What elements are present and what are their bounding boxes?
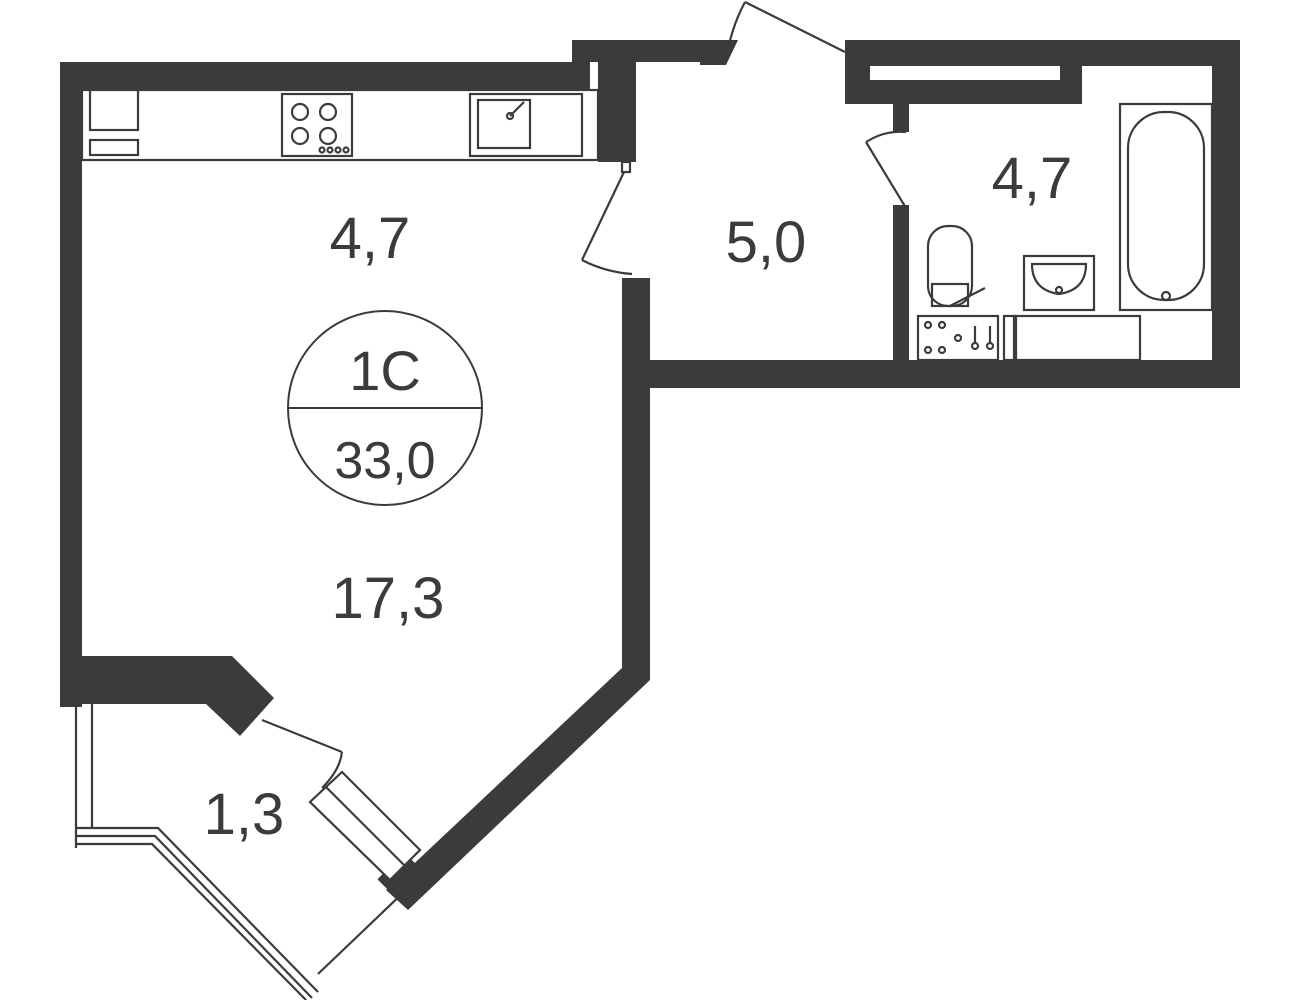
balcony-area-label: 1,3	[204, 782, 285, 847]
utility-shaft	[916, 314, 1000, 362]
living-area-label: 17,3	[332, 566, 445, 631]
washing-machine-niche	[1002, 314, 1142, 362]
hall-area-label: 5,0	[726, 210, 807, 275]
entrance-door	[724, 1, 846, 63]
apartment-total-area-label: 33,0	[334, 432, 435, 490]
kitchen-sink-icon	[468, 92, 584, 158]
balcony	[74, 704, 422, 1000]
apartment-badge: 1С 33,0	[287, 310, 483, 506]
bathtub-icon	[1118, 102, 1214, 312]
bathroom-area-label: 4,7	[992, 146, 1073, 211]
door-hall-bath	[865, 130, 907, 209]
walls	[60, 40, 1240, 910]
kitchen-area-label: 4,7	[330, 206, 411, 271]
apartment-type-label: 1С	[349, 339, 421, 402]
washbasin-icon	[1022, 254, 1096, 312]
stove-icon	[280, 92, 354, 158]
toilet-icon	[926, 224, 986, 308]
kitchen-counter	[80, 88, 600, 162]
door-living-hall	[581, 160, 633, 276]
